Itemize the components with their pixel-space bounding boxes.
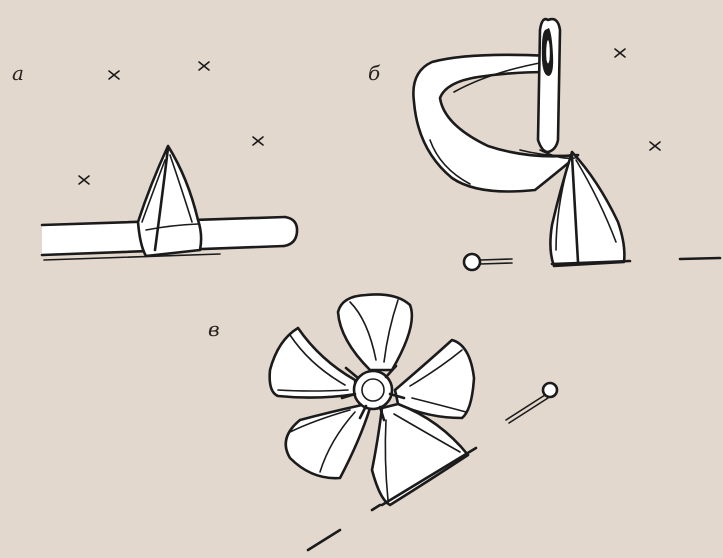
- wire-segment: [680, 258, 720, 259]
- pin-mark: [615, 49, 625, 57]
- pin-c-wire: [372, 505, 380, 510]
- panel-c-label: в: [208, 317, 220, 341]
- folded-petal-a: [138, 146, 201, 256]
- pin-mark: [79, 176, 89, 184]
- panel-b-label: б: [368, 61, 381, 85]
- panel-a-label: а: [12, 61, 24, 85]
- pin-mark: [253, 137, 263, 145]
- pin-b: [464, 254, 512, 270]
- pin-mark: [199, 62, 209, 70]
- pin-mark: [650, 142, 660, 150]
- petal-left: [270, 328, 356, 398]
- petal-top: [338, 294, 412, 370]
- pin-c-bottom: [308, 530, 340, 550]
- pin-c-top: [506, 383, 557, 423]
- panel-b: б: [368, 19, 720, 270]
- panel-a: а: [12, 61, 297, 260]
- pin-marks-b: [615, 49, 660, 150]
- petal-bottom-left: [286, 405, 370, 478]
- panel-c: в: [208, 294, 557, 550]
- pin-mark: [109, 71, 119, 79]
- flower: [270, 294, 476, 505]
- needle: [538, 19, 560, 152]
